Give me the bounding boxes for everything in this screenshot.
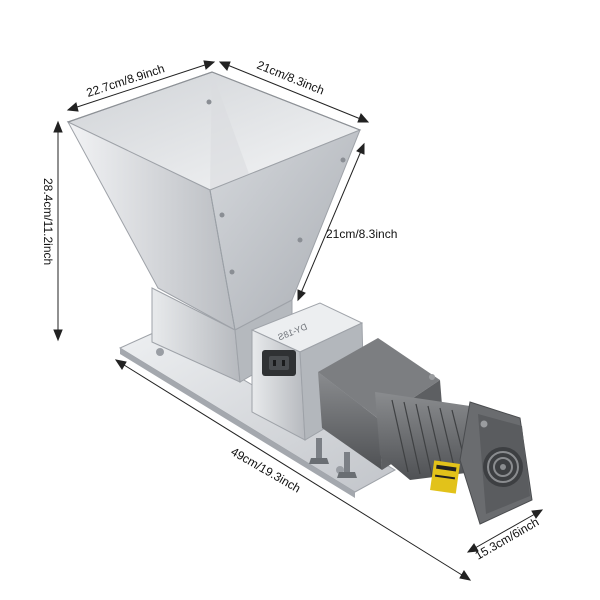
warning-label xyxy=(430,460,460,494)
motor xyxy=(318,338,533,525)
motor-screws xyxy=(429,374,488,428)
power-socket xyxy=(262,350,296,376)
dimension-lines xyxy=(53,60,544,581)
hopper xyxy=(66,71,362,331)
hopper-depth-label: 21cm/8.3inch xyxy=(255,58,326,98)
total-height-label: 28.4cm/11.2inch xyxy=(41,178,55,265)
hopper-side-label: 21cm/8.3inch xyxy=(326,227,397,241)
fan-grille-icon xyxy=(483,447,523,487)
mounting-bolts xyxy=(309,438,357,478)
